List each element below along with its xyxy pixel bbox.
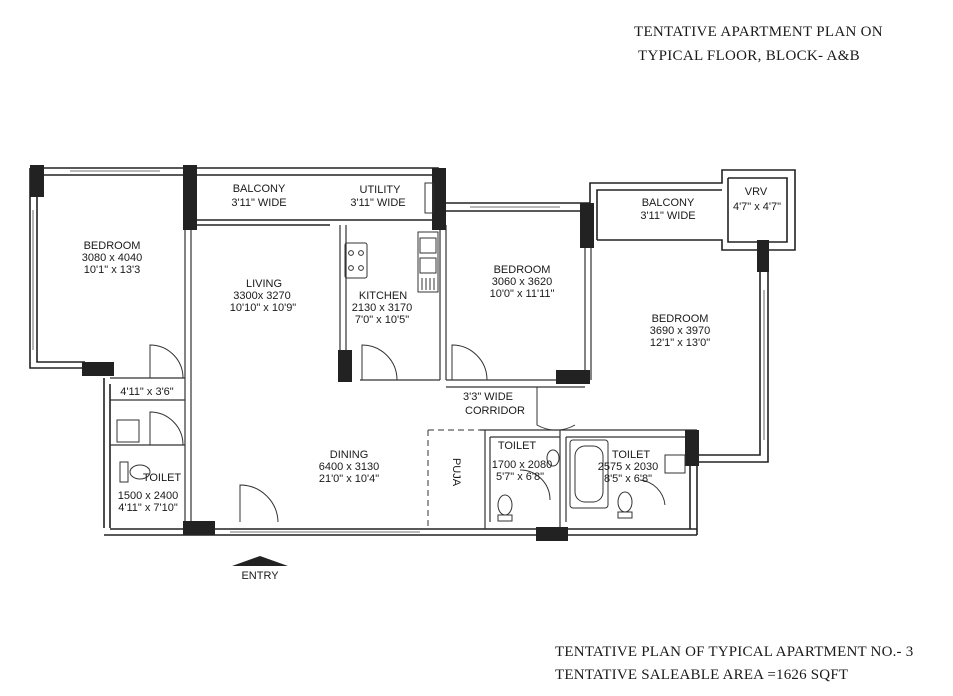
svg-text:DINING: DINING [330,449,369,461]
svg-text:3'11" WIDE: 3'11" WIDE [350,197,405,209]
balcony-1-label: BALCONY 3'11" WIDE [231,183,286,209]
svg-text:BEDROOM: BEDROOM [652,313,709,325]
svg-text:3690 x 3970: 3690 x 3970 [650,325,711,337]
bedroom-3-label: BEDROOM 3690 x 3970 12'1" x 13'0" [650,313,711,349]
svg-text:8'5" x 6'8": 8'5" x 6'8" [604,473,652,485]
saleable-area-note: TENTATIVE SALEABLE AREA =1626 SQFT [555,667,849,683]
outer-walls [29,167,796,536]
svg-text:10'0" x 11'11": 10'0" x 11'11" [490,288,555,300]
svg-text:3'11" WIDE: 3'11" WIDE [640,210,695,222]
apartment-number-note: TENTATIVE PLAN OF TYPICAL APARTMENT NO.-… [555,644,914,660]
svg-text:2575 x 2030: 2575 x 2030 [598,461,659,473]
living-label: LIVING 3300x 3270 10'10" x 10'9" [230,278,297,314]
svg-text:1700 x 2080: 1700 x 2080 [492,459,553,471]
svg-text:ENTRY: ENTRY [241,570,279,582]
dining-label: DINING 6400 x 3130 21'0" x 10'4" [319,449,380,485]
utility-label: UTILITY 3'11" WIDE [350,184,405,209]
svg-text:4'11" x 3'6": 4'11" x 3'6" [120,386,173,398]
svg-text:3080 x 4040: 3080 x 4040 [82,252,143,264]
fixtures [116,182,686,522]
corridor-label: 3'3" WIDE CORRIDOR [463,391,525,417]
plan-title-line2: TYPICAL FLOOR, BLOCK- A&B [638,48,860,64]
svg-text:5'7" x 6'8": 5'7" x 6'8" [496,471,544,483]
svg-text:BALCONY: BALCONY [642,197,695,209]
svg-text:PUJA: PUJA [450,458,462,487]
entry-label: ENTRY [241,570,279,582]
svg-text:TOILET: TOILET [498,440,537,452]
windows [32,170,765,533]
svg-text:CORRIDOR: CORRIDOR [465,405,525,417]
svg-text:3'3" WIDE: 3'3" WIDE [463,391,513,403]
puja-label: PUJA [450,458,462,487]
svg-text:BEDROOM: BEDROOM [84,240,141,252]
svg-text:TOILET: TOILET [612,449,651,461]
balcony-2-label: BALCONY 3'11" WIDE [640,197,695,222]
toilet-3-label: TOILET 2575 x 2030 8'5" x 6'8" [598,449,659,485]
svg-text:2130 x 3170: 2130 x 3170 [352,302,413,314]
svg-text:BEDROOM: BEDROOM [494,264,551,276]
svg-text:UTILITY: UTILITY [360,184,402,196]
svg-text:10'1" x 13'3: 10'1" x 13'3 [84,264,140,276]
svg-text:VRV: VRV [745,186,768,198]
toilet-1-label: TOILET 1500 x 2400 4'11" x 7'10" [118,472,182,514]
kitchen-label: KITCHEN 2130 x 3170 7'0" x 10'5" [352,290,413,326]
svg-text:10'10" x 10'9": 10'10" x 10'9" [230,302,297,314]
puja-partition [427,429,480,529]
toilet-2-label: TOILET 1700 x 2080 5'7" x 6'8" [492,440,553,483]
door-swings [149,344,666,523]
svg-text:4'11" x 7'10": 4'11" x 7'10" [118,502,178,514]
svg-text:1500 x 2400: 1500 x 2400 [118,490,179,502]
svg-text:12'1" x 13'0": 12'1" x 13'0" [650,337,710,349]
svg-text:3'11" WIDE: 3'11" WIDE [231,197,286,209]
svg-text:6400 x 3130: 6400 x 3130 [319,461,380,473]
bedroom-1-label: BEDROOM 3080 x 4040 10'1" x 13'3 [82,240,143,276]
svg-text:3060 x 3620: 3060 x 3620 [492,276,553,288]
room-labels: BEDROOM 3080 x 4040 10'1" x 13'3 BALCONY… [82,183,781,582]
entry-marker [232,556,288,566]
svg-text:3300x 3270: 3300x 3270 [233,290,291,302]
bedroom-2-label: BEDROOM 3060 x 3620 10'0" x 11'11" [490,264,555,300]
svg-text:7'0" x 10'5": 7'0" x 10'5" [355,314,409,326]
vrv-label: VRV 4'7" x 4'7" [733,186,781,213]
svg-text:BALCONY: BALCONY [233,183,286,195]
svg-text:KITCHEN: KITCHEN [359,290,407,302]
svg-text:4'7" x 4'7": 4'7" x 4'7" [733,201,781,213]
columns [30,165,769,541]
inner-walls [110,225,697,529]
svg-text:LIVING: LIVING [246,278,282,290]
svg-text:TOILET: TOILET [143,472,182,484]
svg-text:21'0" x 10'4": 21'0" x 10'4" [319,473,379,485]
passage-label: 4'11" x 3'6" [120,386,173,398]
plan-title-line1: TENTATIVE APARTMENT PLAN ON [634,24,883,40]
